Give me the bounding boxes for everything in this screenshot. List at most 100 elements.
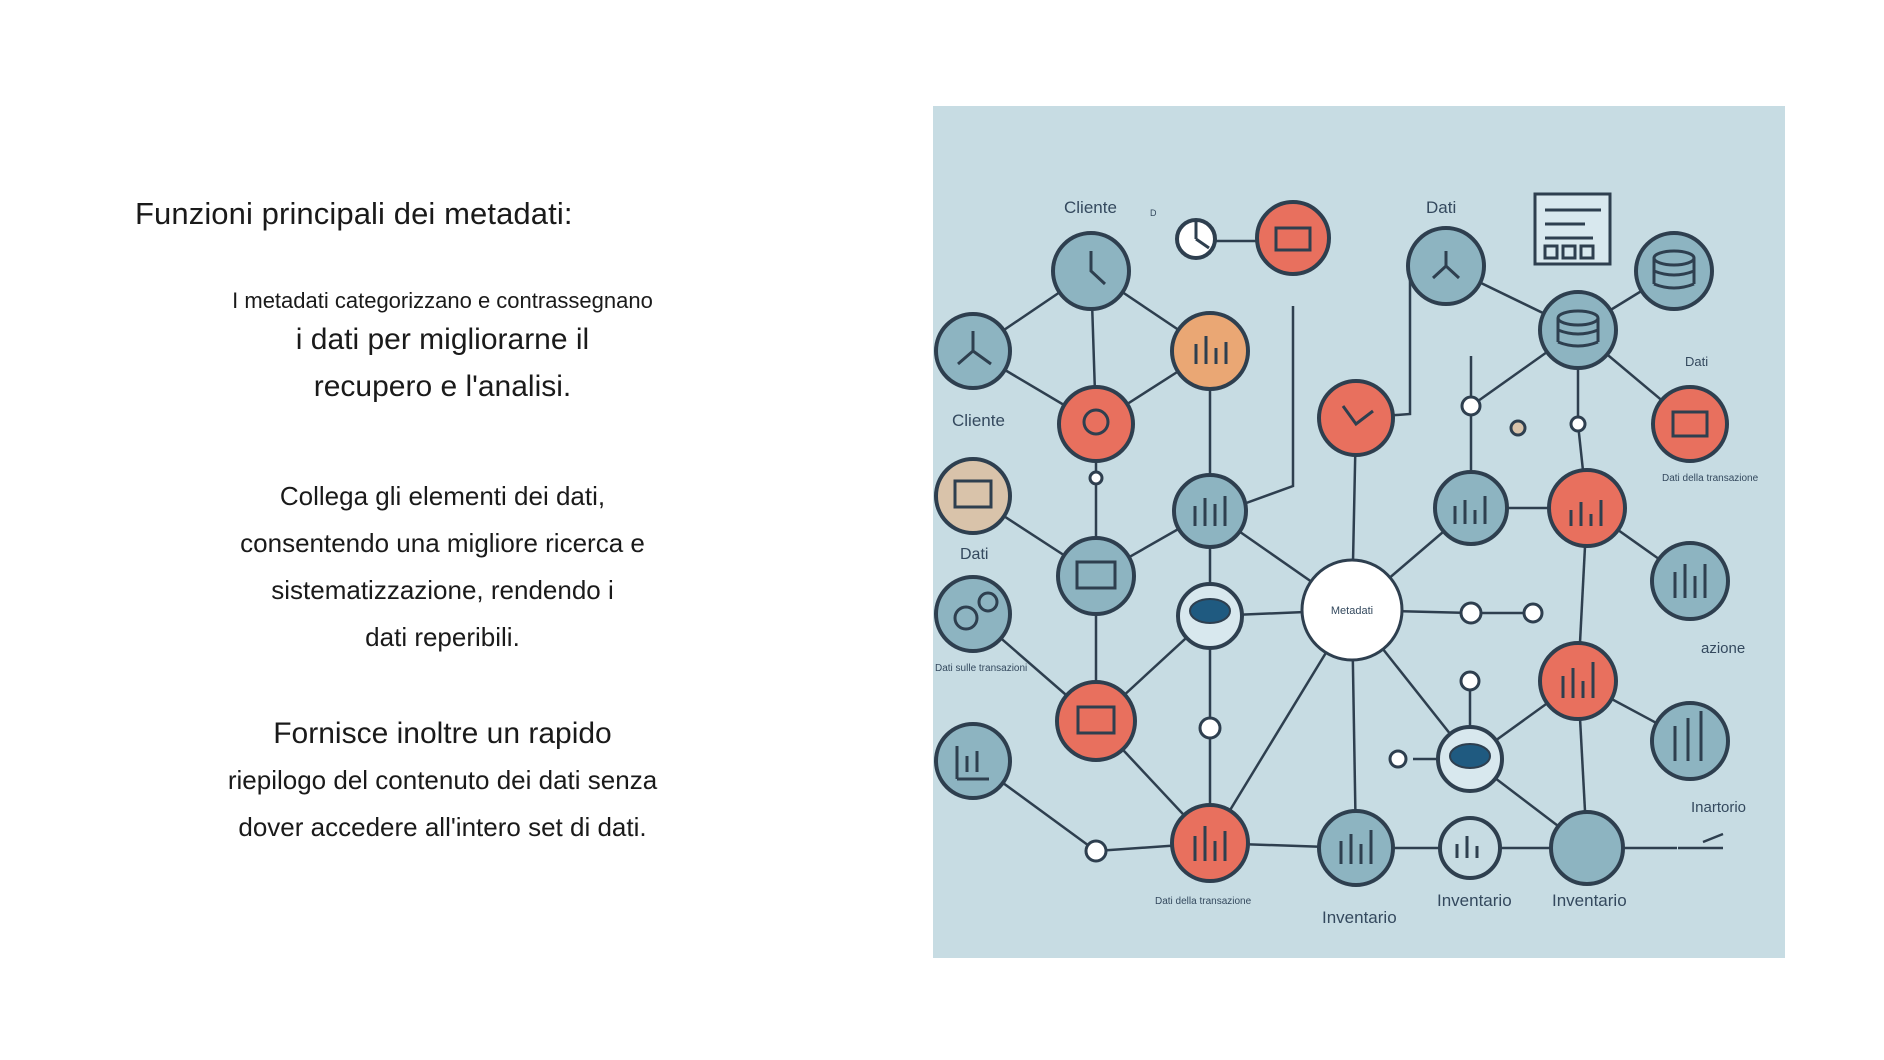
paragraph-summary: Fornisce inoltre un rapido riepilogo del… <box>185 710 700 851</box>
bar-chart-icon <box>955 746 989 781</box>
monitor-icon <box>953 479 993 509</box>
label-inartorio: Inartorio <box>1691 799 1746 816</box>
junction-dot <box>1198 716 1222 740</box>
edge <box>1237 306 1295 508</box>
junction-dot <box>1460 395 1482 417</box>
bar-chart-node <box>1172 473 1248 549</box>
bar-chart-icon <box>1673 711 1703 761</box>
presentation-icon <box>1076 705 1116 735</box>
label-cliente-top: Cliente <box>1064 198 1117 217</box>
bar-chart-icon <box>1455 836 1479 858</box>
junction-dot <box>1522 602 1544 624</box>
paragraph-line: dati reperibili. <box>365 622 520 652</box>
label-inventario-1: Inventario <box>1322 908 1397 927</box>
trend-line-icon <box>1678 832 1724 850</box>
paragraph-line: recupero e l'analisi. <box>313 370 572 403</box>
diagram-labels: Cliente D Dati Cliente Dati Dati sulle t… <box>935 198 1759 927</box>
bar-chart-node <box>1170 311 1250 391</box>
paragraph-line: Fornisce inoltre un rapido <box>273 717 612 750</box>
metadata-network-illustration: Metadati <box>933 106 1785 958</box>
folder-icon <box>1274 226 1312 252</box>
label-dati-right: Dati <box>1685 354 1708 369</box>
monitor-node <box>934 457 1012 535</box>
database-icon <box>1189 598 1231 624</box>
paragraph-line: dover accedere all'intero set di dati. <box>238 812 647 842</box>
clock-icon <box>1089 251 1107 286</box>
document-icon <box>1543 244 1559 260</box>
label-azione: azione <box>1701 640 1745 657</box>
database-icon <box>1652 258 1696 290</box>
bar-chart-icon <box>1673 564 1707 598</box>
bar-chart-icon <box>1193 826 1227 861</box>
monitor-icon <box>1075 560 1117 590</box>
database-icon <box>1449 743 1491 769</box>
presentation-node <box>1055 680 1137 762</box>
paragraph-link: Collega gli elementi dei dati, consenten… <box>185 473 700 661</box>
database-node <box>1549 810 1625 886</box>
bar-chart-icon <box>1569 500 1603 526</box>
gear-icon <box>953 605 979 631</box>
paragraph-line: sistematizzazione, rendendo i <box>271 575 614 605</box>
junction-dot <box>1509 419 1527 437</box>
bar-chart-node <box>1650 701 1730 781</box>
label-inventario-3: Inventario <box>1552 891 1627 910</box>
label-cliente-left: Cliente <box>952 411 1005 430</box>
label-dati-left: Dati <box>960 546 988 563</box>
bar-chart-icon <box>1453 496 1487 524</box>
center-label: Metadati <box>1331 605 1373 617</box>
paragraph-categorize: I metadati categorizzano e contrassegnan… <box>185 286 700 410</box>
bar-chart-node <box>1547 468 1627 548</box>
slide-heading: Funzioni principali dei metadati: <box>135 196 573 231</box>
paragraph-line: i dati per migliorarne il <box>295 323 590 356</box>
network-icon <box>1341 405 1374 427</box>
label-inventario-2: Inventario <box>1437 891 1512 910</box>
document-icon <box>1561 244 1577 260</box>
bar-chart-node <box>1538 641 1618 721</box>
label-dati-della-transazione-bottom: Dati della transazione <box>1155 896 1252 907</box>
bar-chart-node <box>1170 803 1250 883</box>
pie-chart-icon <box>957 331 992 366</box>
network-diagram: Metadati <box>934 192 1759 927</box>
network-icon <box>1431 251 1461 280</box>
folder-icon <box>1671 410 1709 438</box>
label-dati-top: Dati <box>1426 198 1456 217</box>
metadata-hub <box>1300 558 1404 662</box>
database-glyphs <box>1189 598 1491 769</box>
pie-chart-icon <box>1194 222 1210 250</box>
small-junctions <box>1084 395 1587 863</box>
database-node <box>1538 290 1618 370</box>
folder-node <box>1255 200 1331 276</box>
gears-node <box>934 575 1012 653</box>
junction-dot <box>1459 670 1481 692</box>
bar-chart-node <box>1650 541 1730 621</box>
folder-node <box>1651 385 1729 463</box>
paragraph-line: Collega gli elementi dei dati, <box>279 481 606 511</box>
label-dati-sulle-transazioni: Dati sulle transazioni <box>935 663 1027 674</box>
database-node <box>1634 231 1714 311</box>
center-node: Metadati <box>1300 558 1404 662</box>
bar-chart-icon <box>1194 336 1228 364</box>
bar-chart-node <box>1433 470 1509 546</box>
bar-chart-icon <box>1561 662 1595 698</box>
gear-icon <box>977 591 999 613</box>
label-d-small: D <box>1150 208 1157 218</box>
network-node <box>1317 379 1395 457</box>
junction-dot <box>1459 601 1483 625</box>
paragraph-line: riepilogo del contenuto dei dati senza <box>227 765 658 795</box>
document-icon <box>1579 244 1595 260</box>
search-node <box>1057 385 1135 463</box>
paragraph-line: I metadati categorizzano e contrassegnan… <box>232 288 653 313</box>
bar-chart-icon <box>1339 830 1373 864</box>
bar-chart-node <box>1438 816 1502 880</box>
bar-chart-node <box>934 722 1012 800</box>
label-dati-della-transazione-right: Dati della transazione <box>1662 473 1759 484</box>
junction-dot <box>1088 470 1104 486</box>
node-glyphs <box>953 222 1709 864</box>
database-icon <box>1556 318 1600 348</box>
bar-chart-node <box>1317 809 1395 887</box>
junction-dot <box>1569 415 1587 433</box>
trend-line <box>1678 832 1724 850</box>
paragraph-line: consentendo una migliore ricerca e <box>240 528 645 558</box>
junction-dot <box>1388 749 1408 769</box>
